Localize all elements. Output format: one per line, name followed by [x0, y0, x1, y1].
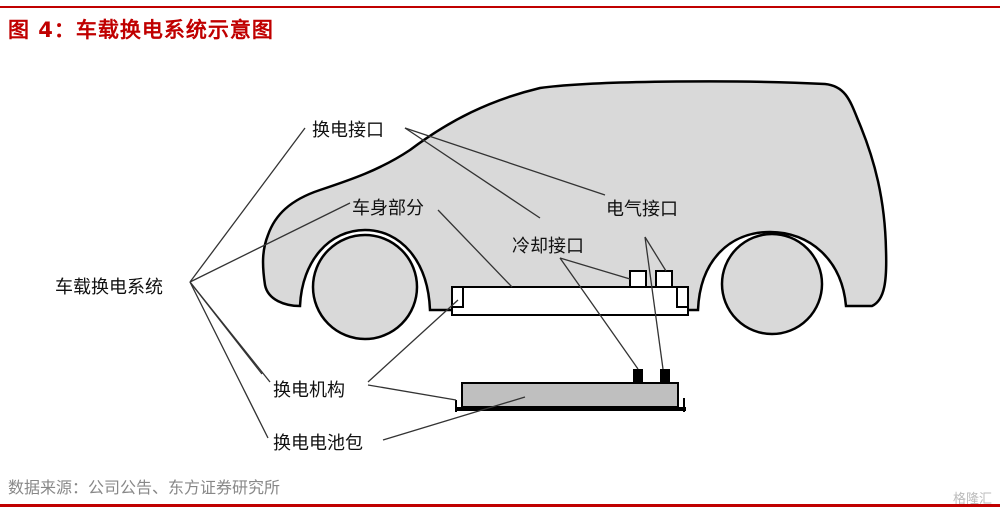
- top-rule: [0, 6, 1000, 8]
- rear-wheel: [720, 232, 824, 336]
- figure-title: 图 4：车载换电系统示意图: [8, 18, 274, 42]
- battery-electrical-plug: [660, 369, 670, 383]
- electrical-port: [655, 270, 673, 288]
- bottom-rule: [0, 504, 1000, 507]
- source-note: 数据来源：公司公告、东方证券研究所: [8, 478, 281, 497]
- latch-left: [451, 286, 464, 308]
- label-mechanism: 换电机构: [273, 380, 345, 401]
- watermark: 格隆汇: [952, 492, 992, 507]
- battery-cooling-plug: [633, 369, 643, 383]
- battery-pack: [461, 382, 679, 408]
- label-system: 车载换电系统: [55, 277, 163, 298]
- label-body: 车身部分: [352, 198, 424, 219]
- cooling-port: [629, 270, 647, 288]
- front-wheel: [311, 233, 419, 341]
- label-swap-interface: 换电接口: [312, 120, 384, 141]
- label-battery-pack: 换电电池包: [273, 433, 363, 454]
- label-cooling-interface: 冷却接口: [512, 236, 584, 257]
- leader-lines: [189, 127, 667, 441]
- latch-right: [676, 286, 689, 308]
- label-electrical-interface: 电气接口: [606, 199, 678, 220]
